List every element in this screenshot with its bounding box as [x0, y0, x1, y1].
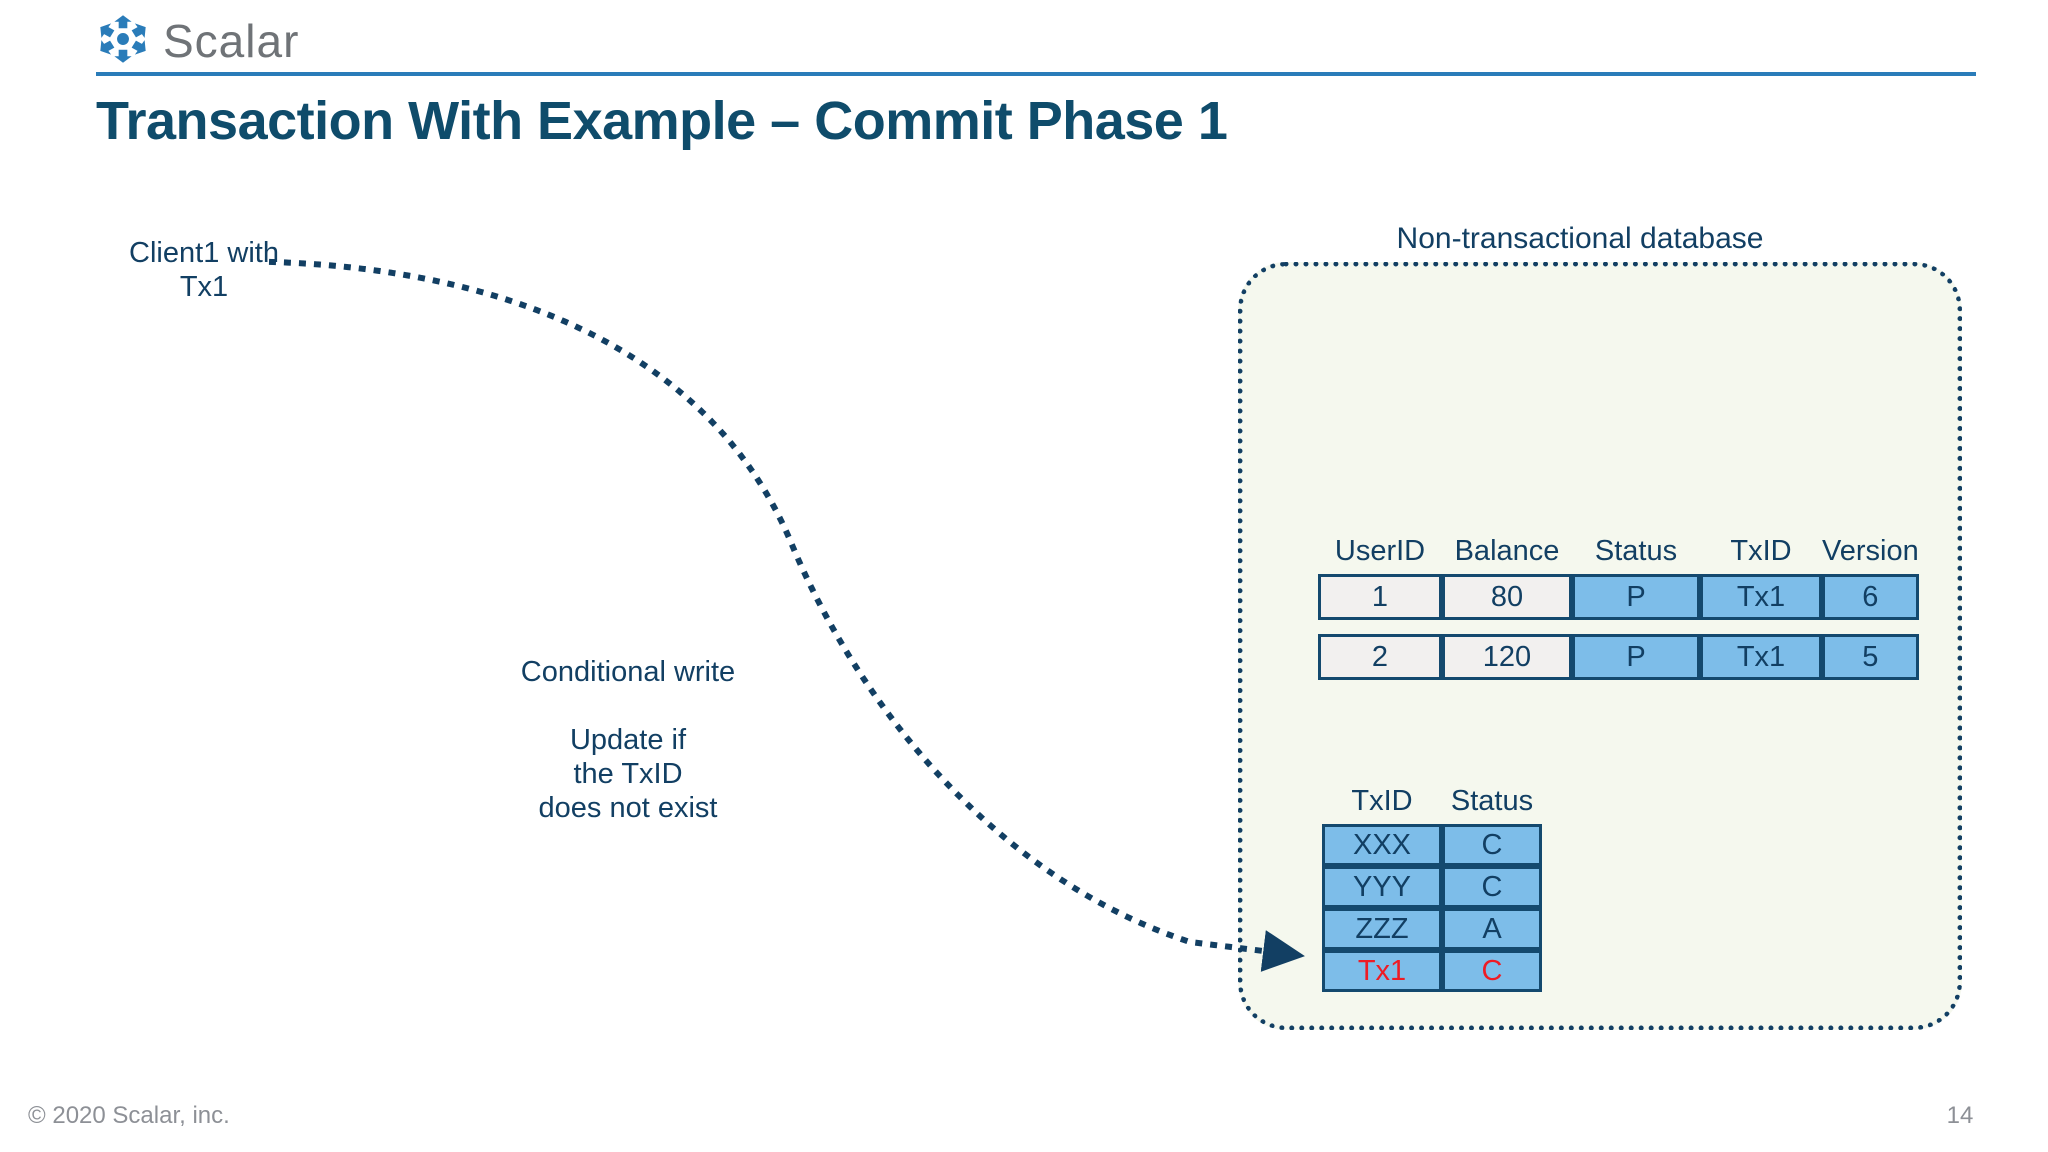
- cell-status: C: [1442, 866, 1542, 908]
- cell-userid: 2: [1318, 634, 1442, 680]
- cell-version: 5: [1822, 634, 1919, 680]
- column-header-txid: TxID: [1730, 535, 1792, 567]
- header-divider: [96, 72, 1976, 76]
- cell-status: A: [1442, 908, 1542, 950]
- scalar-hexagon-logo-icon: [96, 12, 150, 66]
- column-header-status: Status: [1450, 785, 1534, 817]
- database-caption: Non-transactional database: [1396, 222, 1764, 255]
- slide-header: Scalar: [0, 0, 2048, 80]
- column-header-userid: UserID: [1334, 535, 1426, 567]
- client-label: Client1 with Tx1: [129, 237, 279, 303]
- column-header-balance: Balance: [1454, 535, 1560, 567]
- logo-wordmark: Scalar: [163, 15, 300, 67]
- records-table: UserID Balance Status TxID Version 1 80 …: [1318, 535, 1919, 680]
- cell-version: 6: [1822, 574, 1919, 620]
- cell-txid: ZZZ: [1322, 908, 1442, 950]
- column-header-txid: TxID: [1351, 785, 1413, 817]
- coordinator-table: TxID Status XXX C YYY C ZZZ A Tx1 C: [1322, 785, 1542, 992]
- table-row-highlighted: Tx1 C: [1322, 950, 1542, 992]
- table-header-row: UserID Balance Status TxID Version: [1318, 535, 1919, 574]
- footer-copyright: © 2020 Scalar, inc.: [28, 1102, 230, 1129]
- cell-balance: 80: [1442, 574, 1572, 620]
- cell-txid: Tx1: [1322, 950, 1442, 992]
- cell-status: P: [1572, 634, 1700, 680]
- cell-txid: Tx1: [1700, 634, 1822, 680]
- table-row: 2 120 P Tx1 5: [1318, 634, 1919, 680]
- column-header-status: Status: [1594, 535, 1678, 567]
- column-header-version: Version: [1822, 535, 1919, 567]
- table-row-spacer: [1318, 620, 1919, 634]
- cell-balance: 120: [1442, 634, 1572, 680]
- table-header-row: TxID Status: [1322, 785, 1542, 824]
- table-row: ZZZ A: [1322, 908, 1542, 950]
- cell-txid: XXX: [1322, 824, 1442, 866]
- page-number: 14: [1946, 1102, 1974, 1129]
- table-row: 1 80 P Tx1 6: [1318, 574, 1919, 620]
- update-condition-note: Update if the TxID does not exist: [538, 724, 718, 824]
- table-row: YYY C: [1322, 866, 1542, 908]
- cell-txid: YYY: [1322, 866, 1442, 908]
- cell-status: P: [1572, 574, 1700, 620]
- table-row: XXX C: [1322, 824, 1542, 866]
- cell-status: C: [1442, 824, 1542, 866]
- page-title: Transaction With Example – Commit Phase …: [96, 91, 1228, 151]
- cell-txid: Tx1: [1700, 574, 1822, 620]
- cell-status: C: [1442, 950, 1542, 992]
- conditional-write-label: Conditional write: [520, 656, 736, 688]
- cell-userid: 1: [1318, 574, 1442, 620]
